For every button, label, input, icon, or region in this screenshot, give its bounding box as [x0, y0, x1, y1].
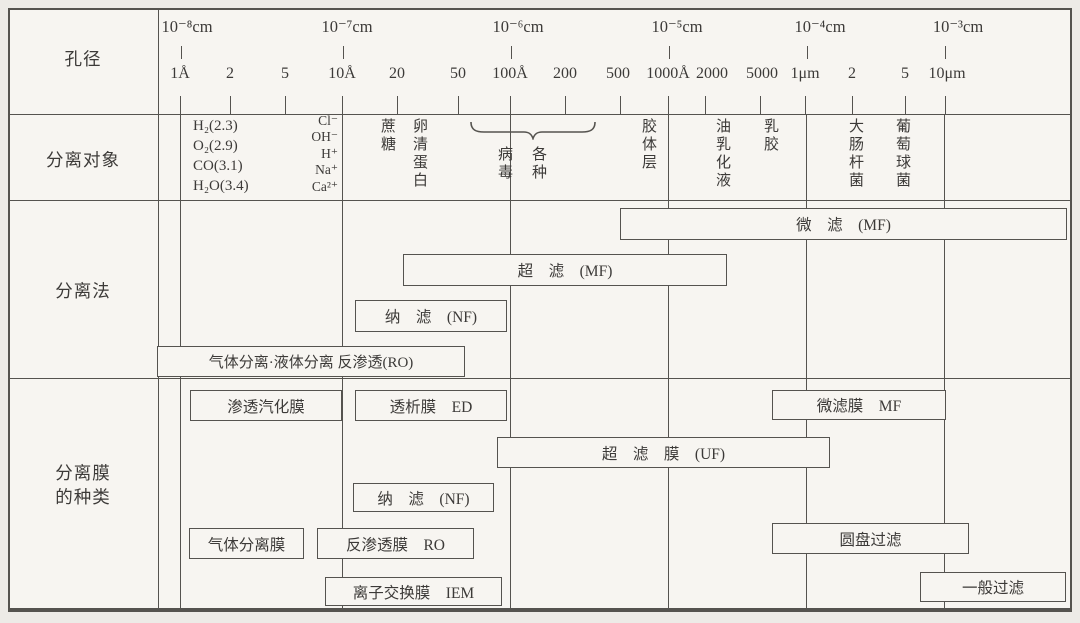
tick-label: 1000Å — [646, 65, 690, 82]
tick-mark — [230, 96, 231, 114]
tick-mark — [397, 96, 398, 114]
box-dialysis-membrane-ed: 透析膜 ED — [355, 390, 507, 421]
tick-mark — [510, 96, 511, 114]
cm-label-1e-6: 10⁻⁶cm — [492, 17, 544, 36]
tick-label: 1μm — [790, 65, 820, 82]
cm-label-1e-5: 10⁻⁵cm — [651, 17, 703, 36]
ion-item: Ca²⁺ — [311, 178, 338, 194]
box-reverse-osmosis-membrane-ro: 反渗透膜 RO — [317, 528, 474, 559]
tick-label: 2000 — [696, 65, 728, 82]
tick-label: 20 — [389, 65, 405, 82]
bar-nanofiltration: 纳 滤 (NF) — [355, 300, 507, 332]
tick-mark — [705, 96, 706, 114]
tick-label: 500 — [606, 65, 630, 82]
object-ovalbumin: 卵清蛋白 — [411, 118, 427, 190]
gridline-100angstrom — [510, 114, 511, 608]
box-nanofiltration-nf: 纳 滤 (NF) — [353, 483, 494, 512]
row-label-membrane-types-line1: 分离膜 — [55, 463, 111, 483]
ion-item: OH⁻ — [311, 129, 338, 145]
tick-mark — [805, 96, 806, 114]
tick-label: 10Å — [328, 65, 356, 82]
gridline-1000angstrom — [668, 114, 669, 608]
object-colloid-layer: 胶体层 — [640, 118, 656, 172]
row-label-separation-objects: 分离对象 — [46, 150, 120, 170]
gridline-10um — [944, 114, 945, 608]
object-viruses-right-column: 各种 — [530, 146, 546, 182]
scale-connector-mark — [945, 46, 946, 59]
scale-connector-mark — [343, 46, 344, 59]
box-pervaporation-membrane: 渗透汽化膜 — [190, 390, 342, 421]
tick-mark — [620, 96, 621, 114]
row-divider-3 — [8, 378, 1070, 379]
box-ultrafiltration-membrane-uf: 超 滤 膜 (UF) — [497, 437, 830, 468]
object-oil-emulsion: 油乳化液 — [714, 118, 730, 190]
tick-label: 10μm — [928, 65, 966, 82]
ion-item: Cl⁻ — [318, 113, 338, 128]
scale-connector-mark — [669, 46, 670, 59]
object-latex: 乳胶 — [762, 118, 778, 154]
object-e-coli: 大肠杆菌 — [847, 118, 863, 190]
box-microfiltration-membrane-mf: 微滤膜 MF — [772, 390, 946, 420]
cm-label-1e-7: 10⁻⁷cm — [321, 17, 373, 36]
box-general-filtration: 一般过滤 — [920, 572, 1066, 602]
box-gas-separation-membrane: 气体分离膜 — [189, 528, 304, 559]
cm-label-1e-4: 10⁻⁴cm — [794, 17, 846, 36]
tick-label: 5 — [901, 65, 909, 82]
gas-item: H₂O(3.4) — [193, 178, 249, 194]
tick-label: 200 — [553, 65, 577, 82]
tick-mark — [852, 96, 853, 114]
tick-mark — [565, 96, 566, 114]
label-column-divider — [158, 8, 159, 608]
ion-item: H⁺ — [321, 145, 338, 161]
object-viruses-left-column: 病毒 — [496, 146, 512, 182]
scale-connector-mark — [511, 46, 512, 59]
tick-mark — [905, 96, 906, 114]
tick-mark — [760, 96, 761, 114]
gridline-1um — [806, 114, 807, 608]
row-divider-1 — [8, 114, 1070, 115]
bar-ultrafiltration: 超 滤 (MF) — [403, 254, 727, 286]
ion-item: Na⁺ — [315, 162, 338, 178]
bar-microfiltration-mf: 微 滤 (MF) — [620, 208, 1067, 240]
tick-label: 2 — [226, 65, 234, 82]
tick-mark — [458, 96, 459, 114]
tick-mark — [668, 96, 669, 114]
tick-mark — [285, 96, 286, 114]
bar-gas-liquid-reverse-osmosis: 气体分离·液体分离 反渗透(RO) — [157, 346, 465, 377]
tick-label: 2 — [848, 65, 856, 82]
gas-molecule-list: H₂(2.3) O₂(2.9) CO(3.1) H₂O(3.4) — [193, 116, 249, 196]
brace-icon — [470, 121, 596, 140]
tick-mark — [945, 96, 946, 114]
tick-label: 5 — [281, 65, 289, 82]
cm-label-1e-3: 10⁻³cm — [932, 17, 984, 36]
scale-connector-mark — [807, 46, 808, 59]
cm-label-1e-8: 10⁻⁸cm — [161, 17, 213, 36]
row-label-membrane-types-line2: 的种类 — [55, 487, 111, 507]
gas-item: H₂(2.3) — [193, 118, 238, 134]
tick-mark — [180, 96, 181, 114]
tick-label: 100Å — [492, 65, 528, 82]
row-divider-2 — [8, 200, 1070, 201]
tick-label: 50 — [450, 65, 466, 82]
object-staphylococcus: 葡萄球菌 — [894, 118, 910, 190]
tick-label: 5000 — [746, 65, 778, 82]
box-disc-filtration: 圆盘过滤 — [772, 523, 969, 554]
box-ion-exchange-membrane-iem: 离子交换膜 IEM — [325, 577, 502, 606]
scale-connector-mark — [181, 46, 182, 59]
tick-label: 1Å — [170, 65, 190, 82]
tick-mark — [342, 96, 343, 114]
table-frame — [8, 8, 1072, 612]
object-sucrose: 蔗糖 — [379, 118, 395, 154]
ion-list: Cl⁻ OH⁻ H⁺ Na⁺ Ca²⁺ — [278, 113, 338, 195]
row-label-pore-size: 孔径 — [64, 49, 102, 69]
gas-item: O₂(2.9) — [193, 138, 238, 154]
row-label-separation-methods: 分离法 — [55, 281, 111, 301]
gas-item: CO(3.1) — [193, 158, 243, 174]
